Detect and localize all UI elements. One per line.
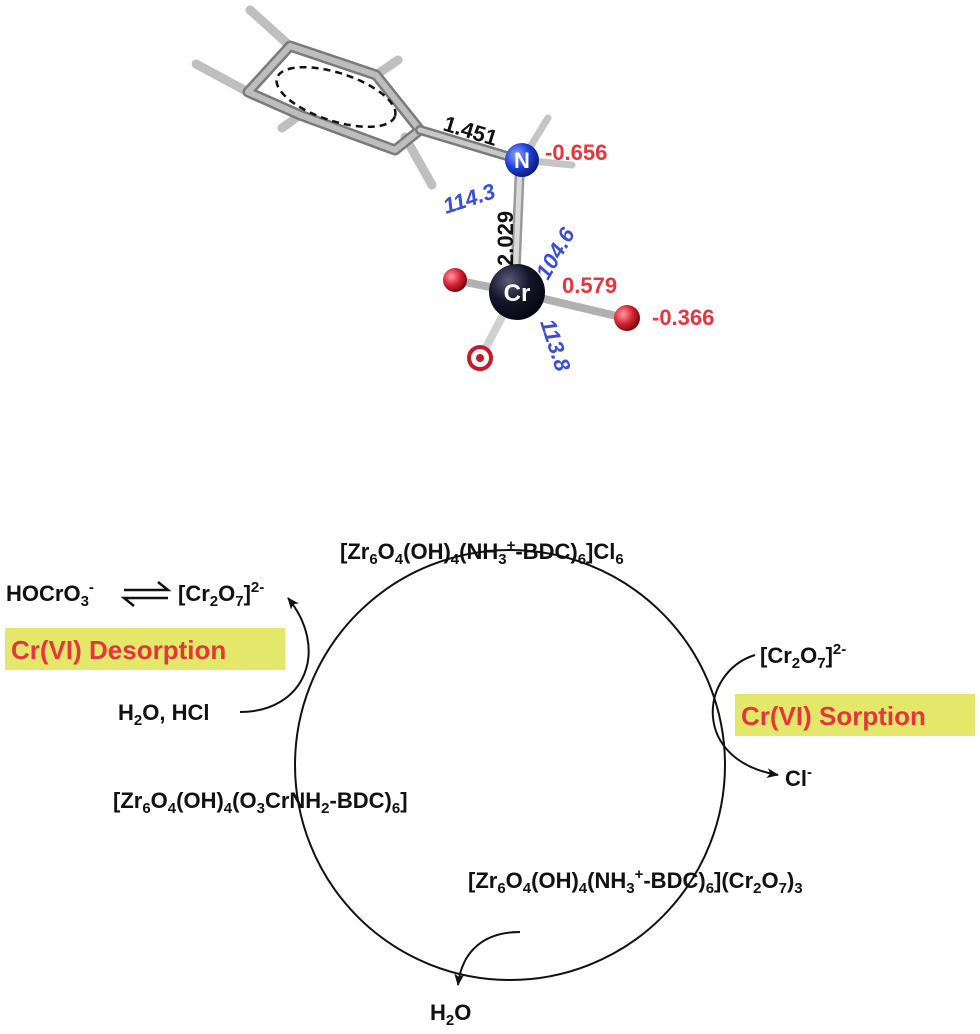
- dichromate-sorbed-label: [Cr2O7]2-: [760, 641, 846, 672]
- charge-chromium: 0.579: [562, 273, 617, 298]
- dichromate-desorbed-label: [Cr2O7]2-: [178, 579, 264, 610]
- equilibrium-arrows: [120, 581, 172, 607]
- reaction-cycle: [Zr6O4(OH)4(NH3+-BDC)6]Cl6 [Zr6O4(OH)4(O…: [5, 537, 975, 1029]
- nitrogen-atom: [505, 143, 539, 177]
- oxygen-atom: [614, 305, 640, 331]
- desorption-label: Cr(VI) Desorption: [11, 635, 226, 665]
- nitrogen-label: N: [514, 148, 530, 173]
- charge-oxygen: -0.366: [652, 305, 714, 330]
- water-label: H2O: [430, 1000, 471, 1029]
- bottom-compound-label: [Zr6O4(OH)4(NH3+-BDC)6](Cr2O7)3: [468, 866, 803, 897]
- chloride-label: Cl-: [785, 764, 812, 791]
- chromium-atom: [489, 264, 545, 320]
- bond-length-n-cr: 2.029: [493, 211, 518, 266]
- sorption-arrow: [711, 654, 779, 779]
- desorption-arrow: [239, 597, 310, 713]
- charge-nitrogen: -0.656: [545, 140, 607, 165]
- cycle-circle: [294, 549, 726, 981]
- angle-o-cr-o: 113.8: [535, 316, 576, 375]
- h2o-hcl-label: H2O, HCl: [118, 700, 209, 729]
- left-compound-label: [Zr6O4(OH)4(O3CrNH2-BDC)6]: [113, 788, 408, 817]
- molecule-model: N Cr 1.451 2.029 -0.656 0.579 -0.366 114…: [191, 5, 714, 375]
- sorption-highlight-box: [735, 694, 975, 736]
- desorption-highlight-box: [5, 628, 285, 670]
- sorption-label: Cr(VI) Sorption: [741, 701, 926, 731]
- angle-c-n-cr: 114.3: [440, 178, 499, 218]
- top-compound-label: [Zr6O4(OH)4(NH3+-BDC)6]Cl6: [340, 537, 624, 568]
- hocro3-label: HOCrO3-: [6, 579, 94, 610]
- oxygen-atom: [443, 268, 467, 292]
- chromium-label: Cr: [504, 280, 531, 307]
- water-arrow: [454, 931, 521, 986]
